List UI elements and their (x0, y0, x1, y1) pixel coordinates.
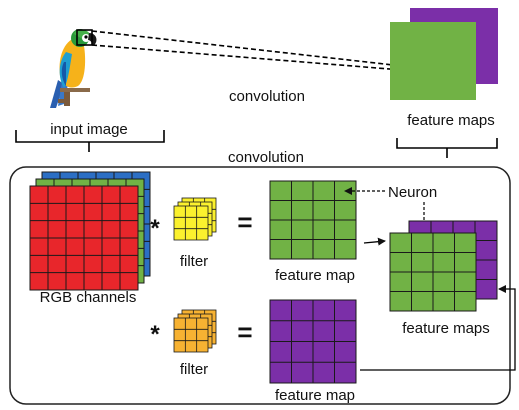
input-image-bracket (15, 130, 165, 152)
feature-map-1-label: feature map (275, 267, 355, 284)
input-image-label: input image (50, 121, 128, 138)
feature-map-green (269, 180, 357, 260)
feature-maps-top-label: feature maps (407, 112, 495, 129)
projection-line-top (91, 30, 403, 67)
grid-background (173, 317, 209, 353)
feature-maps-bracket (396, 138, 498, 158)
arrow-to-feature-maps (363, 237, 386, 246)
filter-yellow (173, 197, 217, 241)
projection-line-bottom (91, 44, 403, 71)
filter-orange (173, 309, 217, 353)
arrow-return-to-feature-maps (360, 285, 516, 371)
convolution-panel (9, 166, 511, 405)
feature-map-stack-green (389, 232, 477, 312)
filter-2-label: filter (180, 361, 208, 378)
convolve-operator-2: * (150, 321, 160, 348)
convolution-top-label: convolution (229, 88, 305, 105)
rgb-channel-red (29, 185, 139, 291)
filter-1-label: filter (180, 253, 208, 270)
feature-map-2-label: feature map (275, 387, 355, 404)
equals-operator-2: = (237, 317, 252, 347)
feature-map-purple (269, 299, 357, 384)
grid-background (173, 205, 209, 241)
convolution-panel-label: convolution (228, 149, 304, 166)
neuron-label: Neuron (388, 184, 437, 201)
receptive-field-box (76, 29, 93, 46)
parrot-icon (50, 29, 97, 108)
feature-maps-bottom-label: feature maps (402, 320, 490, 337)
equals-operator-1: = (237, 207, 252, 237)
feature-map-green-top (390, 22, 476, 100)
convolve-operator-1: * (150, 215, 160, 242)
rgb-channels-label: RGB channels (40, 289, 137, 306)
